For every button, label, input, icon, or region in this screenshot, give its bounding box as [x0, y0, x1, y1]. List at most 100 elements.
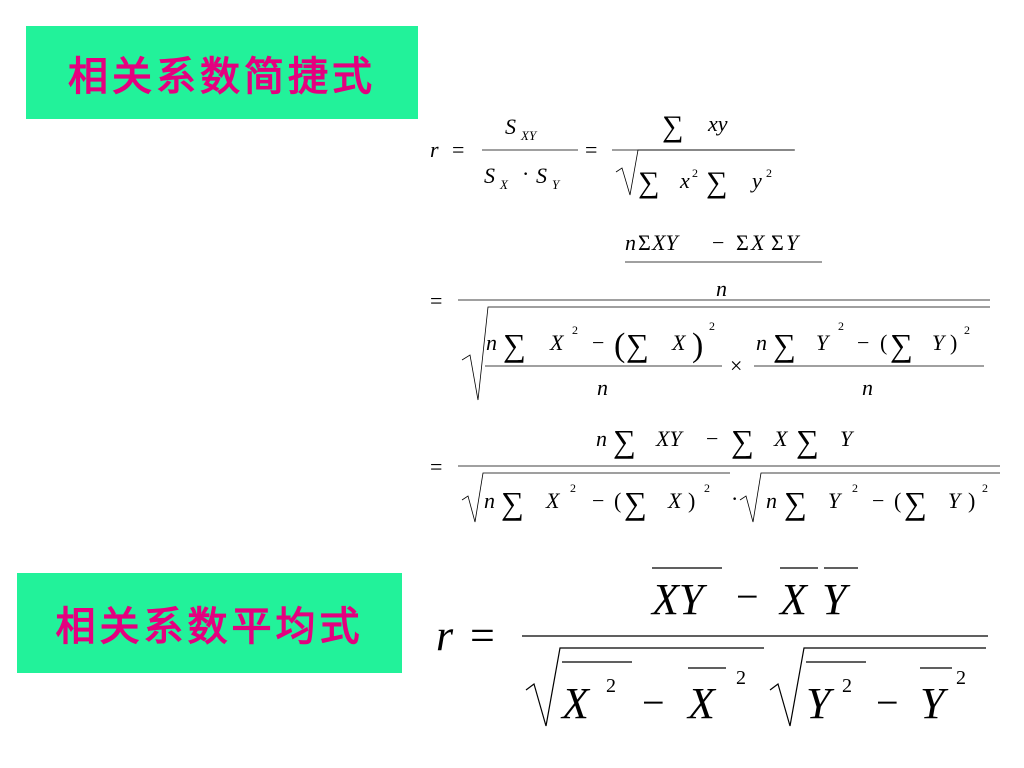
svg-text:Y: Y — [816, 330, 831, 355]
svg-text:Y: Y — [552, 177, 561, 192]
svg-text:x: x — [679, 168, 690, 193]
svg-text:∑: ∑ — [773, 327, 796, 363]
formula-covariance-ratio: r = S XY S X · S Y = ∑ xy ∑ x 2 ∑ y 2 — [430, 110, 795, 199]
svg-text:S: S — [536, 163, 547, 188]
svg-text:∑: ∑ — [731, 423, 754, 459]
svg-text:−: − — [592, 488, 604, 513]
svg-text:∑: ∑ — [904, 485, 927, 521]
svg-text:2: 2 — [838, 319, 844, 333]
svg-text:XY: XY — [655, 426, 684, 451]
svg-text:·: · — [731, 486, 738, 511]
svg-text:XY: XY — [520, 128, 538, 143]
svg-text:xy: xy — [707, 111, 728, 136]
svg-text:−: − — [872, 488, 884, 513]
mean-formula-label: 相关系数平均式 — [17, 573, 402, 673]
svg-text:∑: ∑ — [503, 327, 526, 363]
svg-text:2: 2 — [964, 323, 970, 337]
svg-text:=: = — [452, 137, 464, 162]
svg-text:∑: ∑ — [638, 166, 659, 199]
svg-text:2: 2 — [606, 675, 616, 697]
svg-text:X: X — [686, 679, 717, 728]
mean-formula-label-text: 相关系数平均式 — [55, 604, 364, 650]
svg-text:−: − — [642, 680, 665, 725]
svg-text:2: 2 — [736, 667, 746, 689]
svg-text:Y: Y — [828, 488, 843, 513]
svg-text:∑: ∑ — [624, 485, 647, 521]
svg-text:X: X — [750, 230, 766, 255]
svg-text:n: n — [862, 375, 873, 400]
svg-text:∑: ∑ — [796, 423, 819, 459]
svg-text:Σ: Σ — [771, 230, 784, 255]
svg-text:Y: Y — [806, 679, 835, 728]
svg-text:X: X — [560, 679, 591, 728]
svg-text:n: n — [597, 375, 608, 400]
svg-text:∑: ∑ — [890, 327, 913, 363]
svg-text:2: 2 — [692, 166, 698, 180]
svg-text:(: ( — [894, 488, 901, 513]
svg-text:): ) — [688, 488, 695, 513]
svg-text:Y: Y — [932, 330, 947, 355]
simplified-formula-label-text: 相关系数简捷式 — [68, 53, 376, 100]
svg-text:·: · — [522, 161, 529, 186]
formula-simplified: n ∑ XY − ∑ X ∑ Y = n ∑ X 2 − ( ∑ X ) 2 ·… — [430, 423, 1000, 523]
svg-text:n: n — [766, 488, 777, 513]
svg-text:∑: ∑ — [501, 485, 524, 521]
svg-text:XY: XY — [650, 575, 708, 624]
svg-text:n: n — [596, 426, 607, 451]
svg-text:): ) — [692, 327, 703, 364]
svg-text:∑: ∑ — [706, 166, 727, 199]
svg-text:X: X — [671, 330, 687, 355]
svg-text:∑: ∑ — [784, 485, 807, 521]
svg-text:−: − — [706, 426, 718, 451]
svg-text:y: y — [750, 168, 762, 193]
svg-text:2: 2 — [766, 166, 772, 180]
svg-text:X: X — [667, 488, 683, 513]
svg-text:X: X — [549, 330, 565, 355]
svg-text:2: 2 — [709, 319, 715, 333]
formula-expanded: n Σ XY − Σ X Σ Y n = n ∑ X 2 − ( ∑ X ) 2… — [430, 230, 990, 401]
svg-text:S: S — [484, 163, 495, 188]
svg-text:2: 2 — [852, 481, 858, 495]
svg-text:=: = — [585, 137, 597, 162]
svg-text:(: ( — [614, 327, 625, 364]
svg-text:∑: ∑ — [626, 327, 649, 363]
svg-text:−: − — [876, 680, 899, 725]
svg-text:×: × — [730, 353, 742, 378]
svg-text:−: − — [736, 574, 759, 619]
svg-text:Y: Y — [822, 575, 851, 624]
svg-text:Y: Y — [786, 230, 801, 255]
svg-text:X: X — [499, 177, 509, 192]
svg-text:XY: XY — [651, 230, 680, 255]
svg-text:Σ: Σ — [638, 230, 651, 255]
svg-text:Y: Y — [920, 679, 949, 728]
svg-text:2: 2 — [572, 323, 578, 337]
svg-text:=: = — [430, 288, 442, 313]
svg-text:n: n — [756, 330, 767, 355]
svg-text:X: X — [773, 426, 789, 451]
svg-text:−: − — [857, 330, 869, 355]
svg-text:): ) — [950, 330, 957, 355]
svg-text:2: 2 — [570, 481, 576, 495]
svg-text:2: 2 — [704, 481, 710, 495]
simplified-formula-label: 相关系数简捷式 — [26, 26, 418, 119]
formula-mean: r = XY − X Y X 2 − X 2 Y 2 − Y 2 — [436, 567, 988, 728]
svg-text:2: 2 — [842, 675, 852, 697]
svg-text:n: n — [625, 230, 636, 255]
svg-text:): ) — [968, 488, 975, 513]
svg-text:X: X — [778, 575, 809, 624]
svg-text:(: ( — [880, 330, 887, 355]
svg-text:Y: Y — [948, 488, 963, 513]
svg-text:n: n — [716, 276, 727, 301]
svg-text:r: r — [436, 611, 454, 660]
svg-text:2: 2 — [982, 481, 988, 495]
svg-text:S: S — [505, 114, 516, 139]
svg-text:=: = — [430, 454, 442, 479]
svg-text:r: r — [430, 137, 439, 162]
svg-text:(: ( — [614, 488, 621, 513]
svg-text:∑: ∑ — [662, 110, 683, 143]
svg-text:2: 2 — [956, 667, 966, 689]
svg-text:−: − — [712, 230, 724, 255]
svg-text:Σ: Σ — [736, 230, 749, 255]
svg-text:−: − — [592, 330, 604, 355]
